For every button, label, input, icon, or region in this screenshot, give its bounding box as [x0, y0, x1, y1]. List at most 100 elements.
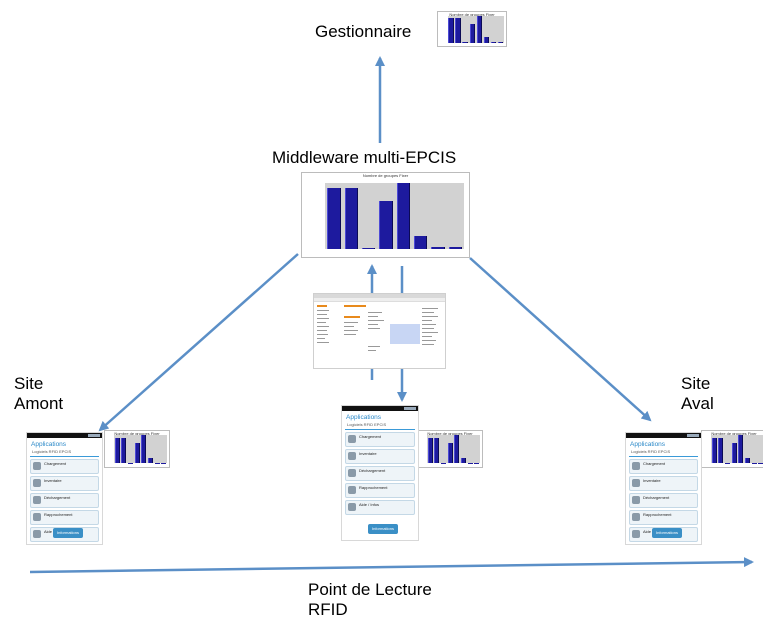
chart-plot-area [711, 435, 763, 463]
chart-bar [414, 236, 427, 249]
chart-bar [449, 247, 462, 249]
phone-menu-item: Rapprochement [345, 483, 415, 498]
chart-bar [362, 248, 375, 249]
chart-bar [448, 18, 453, 42]
chart-bar [121, 438, 126, 464]
chart-bar [712, 438, 717, 464]
chart-bar [434, 438, 439, 464]
phone-menu-item: Inventaire [629, 476, 698, 491]
phone-menu-item: Chargement [345, 432, 415, 447]
site-aval-label: Site Aval [681, 374, 714, 414]
phone-divider [629, 456, 698, 457]
chart-bar [745, 458, 750, 464]
chart-bar [752, 463, 757, 464]
site-amont-label: Site Amont [14, 374, 63, 414]
phone-menu-item-label: Déchargement [359, 468, 385, 473]
phone-status-bar [342, 406, 418, 411]
phone-menu-item: Chargement [30, 459, 99, 474]
search-icon [33, 479, 41, 487]
settings-icon [348, 503, 356, 511]
user-icon [632, 496, 640, 504]
chart-bar [468, 463, 473, 464]
chart-bar [327, 188, 340, 248]
chart-bar [732, 443, 737, 463]
chart-bar [115, 438, 120, 464]
user-icon [348, 435, 356, 443]
phone-menu-item-label: Aide / Infos [359, 502, 379, 507]
chart-bar [448, 443, 453, 463]
phone-menu-item: Déchargement [30, 493, 99, 508]
chart-bar [484, 37, 489, 42]
chart-bar [738, 435, 743, 463]
search-icon [632, 479, 640, 487]
antenna-icon [33, 513, 41, 521]
phone-menu-item-label: Déchargement [44, 495, 70, 500]
phone-menu-item-label: Chargement [359, 434, 381, 439]
phone-status-bar [626, 433, 701, 438]
user-icon [33, 462, 41, 470]
chart-bar [141, 435, 146, 463]
chart-plot-area [427, 435, 480, 463]
phone-menu-item-label: Inventaire [359, 451, 377, 456]
site-aval-chart-thumbnail: Nombre de groupes Fixer [701, 430, 763, 468]
phone-menu-item-label: Chargement [643, 461, 665, 466]
phone-menu-item-label: Chargement [44, 461, 66, 466]
phone-menu-item-label: Inventaire [44, 478, 62, 483]
phone-app-title: Applications [346, 414, 418, 421]
phone-menu-item: Inventaire [30, 476, 99, 491]
phone-app-subtitle: Logiciels RFID EPCIS [32, 449, 102, 454]
user-icon [632, 462, 640, 470]
arrow-reading-point-axis [30, 562, 752, 572]
phone-info-button: Informations [652, 528, 682, 538]
chart-plot-area [114, 435, 167, 463]
chart-bar [428, 438, 433, 464]
user-icon [348, 469, 356, 477]
chart-bar [758, 463, 763, 464]
phone-menu-item-label: Rapprochement [359, 485, 387, 490]
phone-app-title: Applications [630, 441, 701, 448]
chart-bar [461, 458, 466, 464]
arrow-middleware-to-site-amont [100, 254, 298, 430]
phone-info-button: Informations [368, 524, 398, 534]
phone-app-subtitle: Logiciels RFID EPCIS [631, 449, 701, 454]
phone-menu-item: Rapprochement [629, 510, 698, 525]
chart-bar [379, 201, 392, 248]
chart-bar [498, 42, 503, 43]
manager-chart-thumbnail: Nombre de groupes Fixer [437, 11, 507, 47]
phone-info-button: Informations [53, 528, 83, 538]
chart-bar [431, 247, 444, 249]
reader-chart-thumbnail: Nombre de groupes Fixer [417, 430, 483, 468]
phone-divider [345, 429, 415, 430]
phone-menu-item: Inventaire [345, 449, 415, 464]
chart-bar [474, 463, 479, 464]
antenna-icon [348, 486, 356, 494]
chart-bar [345, 188, 358, 248]
middleware-chart-thumbnail: Nombre de groupes Fixer [301, 172, 470, 258]
phone-menu-item: Chargement [629, 459, 698, 474]
settings-icon [33, 530, 41, 538]
chart-bar [161, 463, 166, 464]
search-icon [348, 452, 356, 460]
chart-bar [477, 16, 482, 43]
phone-app-subtitle: Logiciels RFID EPCIS [347, 422, 418, 427]
middleware-label: Middleware multi-EPCIS [272, 148, 456, 168]
chart-bar [454, 435, 459, 463]
phone-menu-item: Rapprochement [30, 510, 99, 525]
user-icon [33, 496, 41, 504]
chart-plot-area [325, 183, 464, 249]
chart-bar [718, 438, 723, 464]
chart-bar [155, 463, 160, 464]
phone-menu-item: Déchargement [629, 493, 698, 508]
epcis-web-interface-thumbnail [313, 293, 446, 369]
chart-thumbnail-title: Nombre de groupes Fixer [302, 173, 469, 178]
phone-status-bar [27, 433, 102, 438]
chart-bar [397, 183, 410, 249]
phone-menu-item: Aide / Infos [345, 500, 415, 515]
phone-menu-item: Déchargement [345, 466, 415, 481]
phone-menu-item-label: Rapprochement [44, 512, 72, 517]
reading-point-label: Point de Lecture RFID [308, 580, 432, 620]
phone-menu-item-label: Inventaire [643, 478, 661, 483]
